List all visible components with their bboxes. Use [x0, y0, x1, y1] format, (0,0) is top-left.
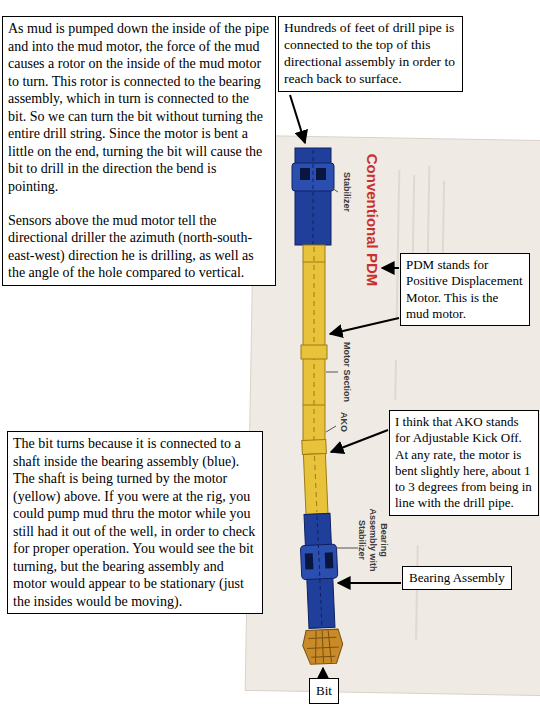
callout-text: Sensors above the mud motor tell the dir…	[8, 212, 270, 282]
callout-text: I think that AKO stands for Adjustable K…	[395, 414, 533, 512]
label-leaders	[326, 188, 358, 548]
catalog-card	[245, 136, 540, 696]
part-callout: Bearing Assembly	[402, 566, 512, 590]
callout-arrows	[290, 95, 401, 677]
part-label: Stabilizer	[341, 172, 352, 212]
part-callout: Bit	[309, 678, 339, 704]
callout-text: Bit	[312, 683, 336, 699]
callout-box: I think that AKO stands for Adjustable K…	[389, 410, 539, 516]
part-label: AKO	[338, 412, 349, 432]
callout-text: As mud is pumped down the inside of the …	[8, 20, 270, 195]
callout-box: Hundreds of feet of drill pipe is connec…	[278, 16, 463, 92]
explanation-box: The bit turns because it is connected to…	[7, 431, 263, 614]
callout-box: PDM stands for Positive Displacement Mot…	[400, 253, 530, 326]
callout-text: Hundreds of feet of drill pipe is connec…	[284, 20, 457, 88]
pdm-tool	[292, 148, 344, 665]
callout-text: PDM stands for Positive Displacement Mot…	[406, 257, 524, 322]
part-label: Bearing Assembly with Stabilizer	[356, 504, 389, 576]
explanation-box: As mud is pumped down the inside of the …	[2, 16, 276, 286]
callout-text: The bit turns because it is connected to…	[13, 435, 257, 610]
part-label: Motor Section	[341, 342, 352, 402]
callout-text: Bearing Assembly	[409, 570, 505, 586]
figure-title: Conventional PDM	[367, 154, 378, 287]
